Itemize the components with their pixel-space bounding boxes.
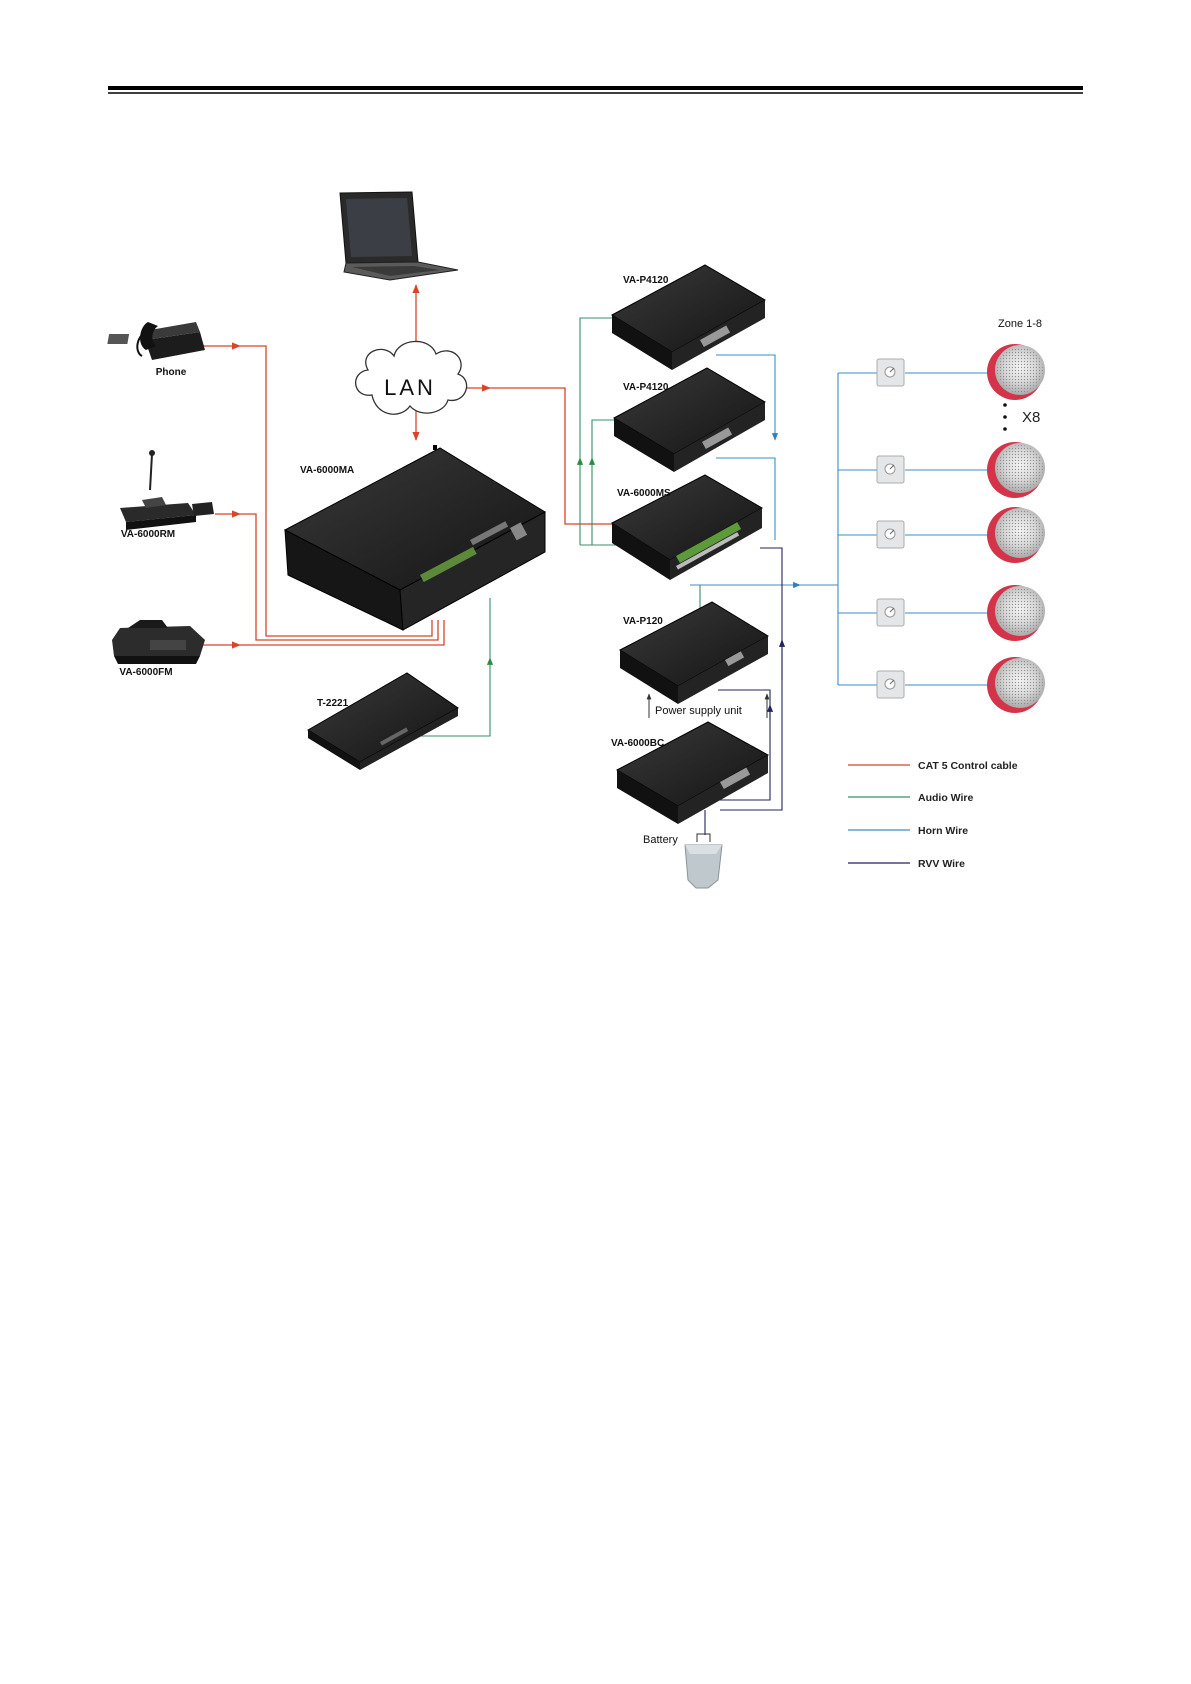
header-rule <box>108 88 1083 93</box>
vap4120-b-label: VA-P4120 <box>623 382 669 393</box>
va6000rm-microphone-icon <box>120 450 214 530</box>
phone-label: Phone <box>156 367 187 378</box>
volume-control-icon <box>877 599 904 626</box>
legend-item-cat5: CAT 5 Control cable <box>848 760 1018 772</box>
legend-item-audio: Audio Wire <box>848 792 973 804</box>
legend-label: Audio Wire <box>918 792 973 804</box>
battery-label: Battery <box>643 834 678 846</box>
va6000ms-label: VA-6000MS <box>617 488 671 499</box>
volume-control-icon <box>877 456 904 483</box>
battery-icon <box>685 834 722 888</box>
legend: CAT 5 Control cable Audio Wire Horn Wire… <box>848 760 1018 870</box>
zone-title: Zone 1-8 <box>998 318 1042 330</box>
lan-cloud-icon: LAN <box>356 341 467 414</box>
legend-label: Horn Wire <box>918 825 968 837</box>
va6000ma-label: VA-6000MA <box>300 465 354 476</box>
ceiling-speaker-icon <box>987 657 1045 713</box>
t2221-unit-icon <box>308 673 458 770</box>
vap4120-a-label: VA-P4120 <box>623 275 669 286</box>
ceiling-speaker-icon <box>987 507 1045 563</box>
zone-row <box>877 344 1045 400</box>
ceiling-speaker-icon <box>987 442 1045 498</box>
va6000fm-console-icon <box>112 620 205 664</box>
legend-item-horn: Horn Wire <box>848 825 968 837</box>
zone-multiplier: X8 <box>1022 409 1040 426</box>
legend-item-rvv: RVV Wire <box>848 858 965 870</box>
volume-control-icon <box>877 521 904 548</box>
va6000fm-label: VA-6000FM <box>119 667 172 678</box>
vap120-label: VA-P120 <box>623 616 663 627</box>
ceiling-speaker-icon <box>987 585 1045 641</box>
legend-label: CAT 5 Control cable <box>918 760 1018 772</box>
lan-label: LAN <box>384 375 436 400</box>
zone-ellipsis <box>1003 403 1007 431</box>
laptop-icon <box>340 192 458 280</box>
ceiling-speaker-icon <box>987 344 1045 400</box>
va6000rm-label: VA-6000RM <box>121 529 175 540</box>
zone-speakers <box>877 344 1045 713</box>
phone-icon <box>107 322 205 360</box>
t2221-label: T-2221 <box>317 698 349 709</box>
legend-label: RVV Wire <box>918 858 965 870</box>
va6000bc-label: VA-6000BC <box>611 738 664 749</box>
volume-control-icon <box>877 671 904 698</box>
power-supply-label: Power supply unit <box>655 705 742 717</box>
volume-control-icon <box>877 359 904 386</box>
